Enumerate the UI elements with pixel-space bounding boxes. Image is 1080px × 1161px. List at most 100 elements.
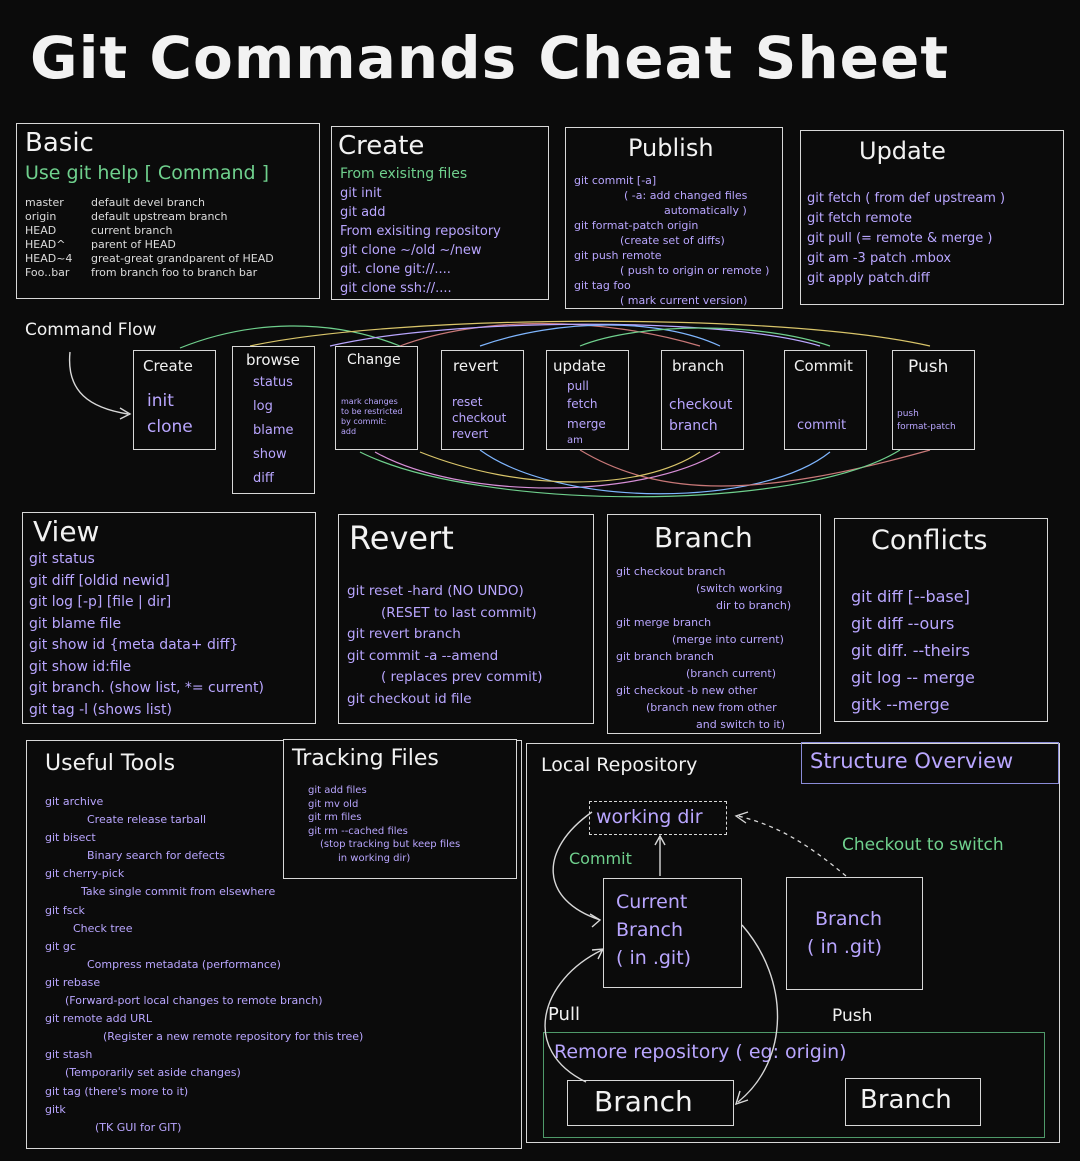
flow-item: to be restricted: [341, 407, 403, 416]
tools-line: git archive: [45, 795, 104, 808]
remote-branch-box-1: Branch: [567, 1080, 734, 1126]
flow-box-title: revert: [453, 357, 499, 375]
tools-line: Check tree: [73, 921, 133, 935]
basic-desc: from branch foo to branch bar: [91, 266, 258, 279]
tools-line: (Register a new remote repository for th…: [103, 1030, 364, 1044]
tools-line: git gc: [45, 939, 76, 953]
flow-item: pull: [567, 379, 589, 393]
view-line: git diff [oldid newid]: [29, 572, 170, 589]
flow-box-update: update pull fetch merge am: [546, 350, 629, 450]
current-branch-line: Branch: [616, 919, 684, 941]
flow-box-title: Push: [908, 357, 949, 377]
view-line: git show id {meta data+ diff}: [29, 637, 239, 653]
revert-line: git revert branch: [347, 626, 461, 642]
structure-overview-label: Structure Overview: [810, 749, 1014, 773]
branch-line: (switch working: [696, 582, 783, 595]
commit-label: Commit: [569, 849, 632, 868]
remote-branch-label-1: Branch: [594, 1085, 693, 1118]
branch-in-git-line: ( in .git): [807, 936, 883, 958]
tracking-line: in working dir): [338, 852, 411, 864]
revert-line: ( replaces prev commit): [381, 669, 543, 685]
publish-line: git tag foo: [574, 279, 631, 292]
branch-panel: Branch git checkout branch (switch worki…: [607, 514, 821, 734]
tools-line: gitk: [45, 1102, 66, 1116]
basic-desc: default devel branch: [91, 196, 206, 209]
tools-line: git stash: [45, 1048, 93, 1062]
tools-line: git cherry-pick: [45, 867, 125, 881]
publish-line: (create set of diffs): [620, 234, 725, 247]
conflicts-line: git diff [--base]: [851, 587, 970, 606]
publish-line: git commit [-a]: [574, 174, 657, 187]
flow-item: checkout: [452, 411, 507, 425]
tracking-line: (stop tracking but keep files: [320, 839, 461, 850]
branch-line: (merge into current): [672, 633, 784, 646]
tracking-files-lines: git add files git mv old git rm files gi…: [308, 784, 460, 865]
revert-panel: Revert git reset -hard (NO UNDO) (RESET …: [338, 514, 594, 724]
conflicts-title: Conflicts: [871, 525, 988, 556]
create-lines: From exisitng files git init git add Fro…: [340, 165, 501, 298]
checkout-to-switch-label: Checkout to switch: [842, 835, 1004, 855]
tracking-files-panel: Tracking Files git add files git mv old …: [283, 739, 517, 879]
flow-box-commit: Commit commit: [784, 350, 867, 450]
tracking-files-title: Tracking Files: [292, 746, 439, 771]
update-line: git am -3 patch .mbox: [807, 251, 952, 266]
tracking-line: git add files: [308, 785, 367, 796]
flow-box-title: Change: [347, 352, 401, 368]
publish-line: ( -a: add changed files: [624, 189, 748, 202]
flow-item: by commit:: [341, 417, 387, 426]
tracking-line: git mv old: [308, 798, 359, 810]
create-panel: Create From exisitng files git init git …: [331, 126, 549, 300]
conflicts-line: git diff. --theirs: [851, 641, 970, 660]
working-dir-box: working dir: [589, 801, 727, 835]
flow-box-browse: browse status log blame show diff: [232, 346, 315, 494]
useful-tools-lines: git archive Create release tarball git b…: [45, 793, 363, 1137]
create-line: From exisitng files: [340, 166, 468, 182]
update-lines: git fetch ( from def upstream ) git fetc…: [807, 189, 1005, 289]
publish-line: git push remote: [574, 249, 662, 262]
update-line: git pull (= remote & merge ): [807, 231, 993, 246]
branch-line: (branch new from other: [646, 701, 777, 714]
publish-line: automatically ): [664, 204, 747, 217]
tools-line: git remote add URL: [45, 1012, 152, 1026]
create-line: git init: [340, 186, 382, 201]
branch-in-git-line: Branch: [815, 908, 883, 930]
branch-line: git checkout -b new other: [616, 684, 758, 697]
tracking-line: git rm --cached files: [308, 825, 408, 837]
flow-item: diff: [253, 471, 274, 486]
revert-title: Revert: [349, 519, 454, 557]
flow-box-push: Push push format-patch: [892, 350, 975, 450]
basic-term: HEAD^: [25, 238, 66, 251]
basic-desc: great-great grandparent of HEAD: [91, 252, 274, 265]
tools-line: Compress metadata (performance): [87, 957, 281, 971]
current-branch-box: Current Branch ( in .git): [603, 878, 742, 988]
conflicts-lines: git diff [--base] git diff --ours git di…: [851, 583, 975, 718]
remote-repository-label: Remore repository ( eg: origin): [554, 1041, 847, 1063]
view-line: git blame file: [29, 615, 122, 632]
flow-item: add: [341, 427, 357, 436]
flow-item: blame: [253, 423, 294, 438]
flow-box-title: update: [553, 357, 606, 375]
basic-title: Basic: [25, 128, 94, 158]
publish-line: ( mark current version): [620, 294, 748, 307]
publish-lines: git commit [-a] ( -a: add changed files …: [574, 173, 769, 308]
update-title: Update: [859, 137, 946, 165]
flow-item: branch: [669, 418, 718, 434]
tools-line: git tag (there's more to it): [45, 1084, 189, 1098]
flow-item: mark changes: [341, 397, 398, 406]
structure-overview-label-box: Structure Overview: [801, 742, 1059, 784]
flow-item: status: [253, 375, 293, 390]
publish-line: git format-patch origin: [574, 219, 699, 232]
branch-line: and switch to it): [696, 718, 786, 731]
view-line: git tag -l (shows list): [29, 701, 172, 718]
view-title: View: [33, 515, 100, 548]
update-line: git fetch ( from def upstream ): [807, 191, 1006, 206]
update-line: git fetch remote: [807, 211, 913, 226]
useful-tools-title: Useful Tools: [45, 751, 176, 776]
flow-item: show: [253, 447, 287, 462]
working-dir-label: working dir: [596, 806, 703, 828]
